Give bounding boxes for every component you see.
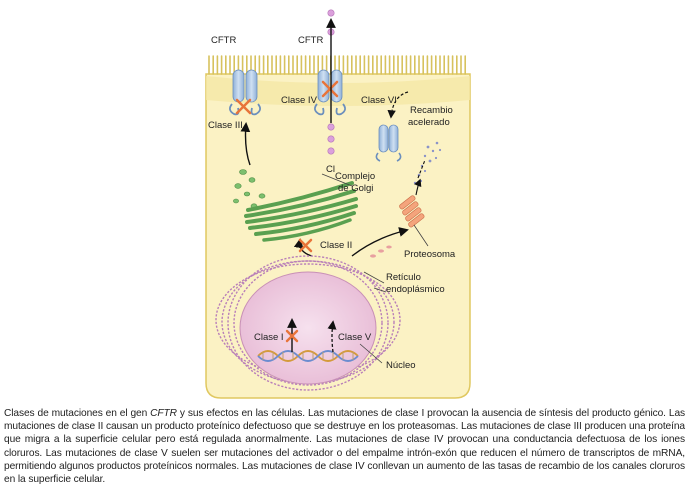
recambio-arrow [387, 91, 409, 119]
label-clase-i: Clase I [254, 332, 284, 343]
cftr-internalized [375, 124, 402, 162]
chloride-ions [327, 9, 335, 155]
leader-lines [321, 173, 429, 364]
microvilli [208, 55, 467, 75]
x-mark-clase-i [285, 329, 299, 343]
golgi-complex [244, 181, 358, 242]
cftr-channel-left [229, 69, 261, 116]
misfolded-protein [370, 245, 392, 258]
label-golgi-line1: Complejo [335, 171, 375, 182]
figure-caption: Clases de mutaciones en el gen CFTR y su… [4, 407, 685, 486]
x-mark-clase-ii [298, 238, 313, 253]
label-clase-v: Clase V [338, 332, 372, 343]
clase-ii-arrow-proteasome [351, 227, 409, 257]
nucleus [239, 271, 377, 385]
label-clase-vi: Clase VI [361, 95, 397, 106]
label-clase-iv: Clase IV [281, 95, 318, 106]
dna-helix [257, 350, 359, 362]
label-cftr-right: CFTR [298, 35, 323, 46]
label-golgi-line2: de Golgi [338, 183, 373, 194]
label-reticulo-line1: Retículo [386, 272, 421, 283]
clase-iii-arrow [240, 122, 251, 166]
caption-part2: y sus efectos en las células. Las mutaci… [4, 408, 685, 486]
x-mark-clase-iv [321, 80, 339, 98]
proteasome-to-fragments-arrow [414, 178, 422, 196]
label-clase-iii: Clase III [208, 120, 243, 131]
golgi-vesicles [233, 169, 266, 209]
caption-part1: Clases de mutaciones en el gen [4, 408, 151, 419]
label-cftr-left: CFTR [211, 35, 236, 46]
label-clase-ii: Clase II [320, 240, 352, 251]
proteasome [399, 195, 425, 228]
label-chloride: Cl [326, 164, 335, 175]
cftr-diagram: CFTR CFTR Clase III Clase IV Clase VI Re… [205, 9, 471, 399]
label-recambio-line1: Recambio [410, 105, 453, 116]
caption-gene-name: CFTR [150, 408, 177, 419]
label-nucleo: Núcleo [386, 360, 416, 371]
clase-v-arrow [327, 320, 337, 353]
label-reticulo-line2: endoplásmico [386, 284, 445, 295]
label-recambio-line2: acelerado [408, 117, 450, 128]
x-mark-clase-iii [235, 98, 252, 115]
degradation-arrow [417, 159, 426, 179]
label-proteosoma: Proteosoma [404, 249, 456, 260]
